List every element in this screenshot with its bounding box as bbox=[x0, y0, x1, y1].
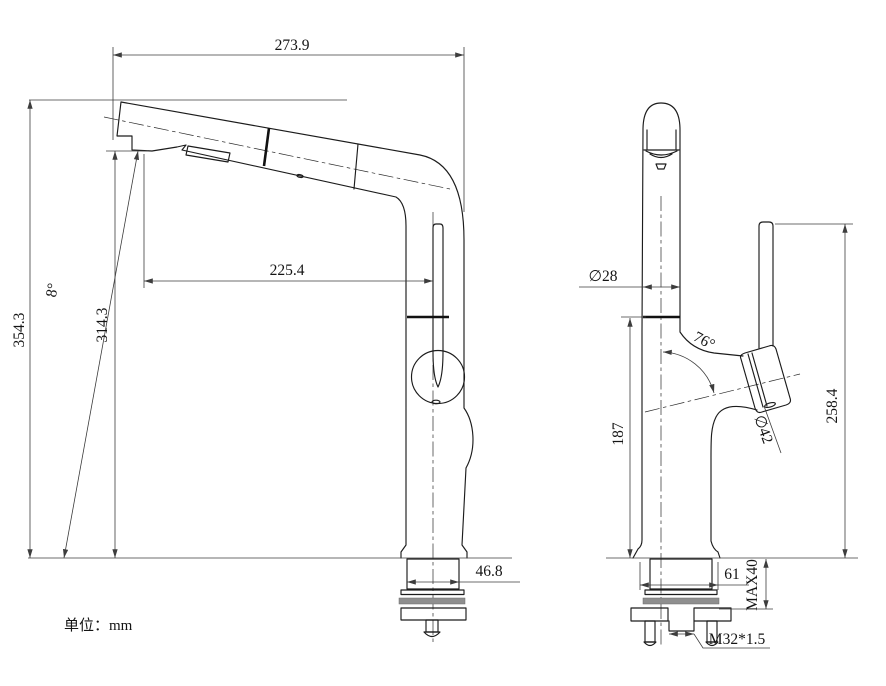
dim-label-overall-height: 354.3 bbox=[11, 312, 28, 347]
sprayhead-skirt-lines bbox=[643, 129, 680, 151]
dim-max-deck-thickness: MAX40 bbox=[719, 559, 773, 611]
handle-axis-centerline bbox=[644, 373, 801, 413]
shank-side bbox=[406, 558, 460, 590]
inlet-tube-side bbox=[425, 619, 439, 633]
rubber-washer-side bbox=[398, 597, 466, 605]
dim-label-max-deck-thickness: MAX40 bbox=[744, 559, 761, 611]
handle-bar bbox=[758, 221, 774, 349]
rubber-washer-front bbox=[642, 597, 720, 605]
mount-tab-left bbox=[630, 607, 669, 622]
dim-overall-height: 354.3 bbox=[11, 99, 347, 558]
mount-tab-right bbox=[693, 607, 732, 622]
dim-label-overall-reach: 273.9 bbox=[275, 37, 310, 54]
aerator-nozzle bbox=[655, 163, 667, 170]
spout-seam-bold bbox=[262, 127, 271, 167]
handle-base-cap bbox=[764, 401, 776, 409]
dim-tilt-angle: 8° bbox=[43, 150, 140, 559]
dim-label-handle-top-height: 258.4 bbox=[824, 388, 841, 423]
handle-joint-ball bbox=[410, 349, 466, 405]
dim-base-width: 61 bbox=[639, 562, 749, 590]
locknut-side bbox=[400, 607, 467, 621]
handle-lever-slot bbox=[432, 223, 444, 388]
spout-centerline bbox=[103, 116, 451, 190]
joint-ball-dot bbox=[431, 399, 441, 405]
bolt-caps bbox=[643, 641, 719, 647]
dim-spout-outlet-height: 314.3 bbox=[94, 150, 148, 558]
tube-cap-side bbox=[423, 631, 441, 638]
shank-front bbox=[649, 558, 713, 590]
spout-dot-detail bbox=[296, 173, 304, 179]
dim-spout-diameter: ∅28 bbox=[579, 268, 680, 290]
spout-seam-thin bbox=[353, 143, 359, 190]
dim-handle-diameter: ∅42 bbox=[750, 405, 782, 454]
handle-base bbox=[739, 344, 792, 414]
dim-label-thread-spec: M32*1.5 bbox=[709, 631, 766, 648]
faucet-outline-front bbox=[632, 102, 758, 559]
dim-label-handle-angle: 76° bbox=[691, 328, 718, 353]
thread-tube bbox=[668, 620, 695, 632]
dim-overall-reach: 273.9 bbox=[112, 37, 465, 212]
unit-note: 单位：mm bbox=[64, 617, 133, 634]
dim-thread-spec: M32*1.5 bbox=[669, 631, 770, 649]
dim-label-body-height: 187 bbox=[610, 422, 627, 446]
dim-label-tilt-angle: 8° bbox=[43, 282, 62, 299]
handle-base-seams bbox=[747, 352, 768, 408]
faucet-outline-side bbox=[116, 101, 474, 559]
dim-label-base-width: 61 bbox=[724, 566, 740, 583]
pullout-button bbox=[185, 145, 231, 163]
dim-label-spout-diameter: ∅28 bbox=[588, 268, 617, 285]
dim-label-handle-diameter: ∅42 bbox=[750, 413, 776, 446]
dim-label-spout-outlet-height: 314.3 bbox=[94, 307, 111, 342]
dim-handle-angle: 76° bbox=[662, 328, 718, 394]
dim-spout-horizontal-reach: 225.4 bbox=[143, 154, 433, 288]
dim-handle-top-height: 258.4 bbox=[775, 223, 853, 558]
dim-shank-width: 46.8 bbox=[407, 563, 520, 585]
dim-label-spout-horizontal-reach: 225.4 bbox=[270, 262, 305, 279]
mount-bolt-left bbox=[644, 620, 656, 643]
washer-side bbox=[400, 589, 465, 596]
front-view: ∅28 187 258.4 76° ∅42 61 bbox=[579, 102, 858, 649]
side-view: 273.9 354.3 8° 314.3 225.4 46.8 bbox=[11, 37, 520, 644]
aerator-arcs bbox=[645, 150, 678, 159]
washer-front bbox=[644, 589, 718, 596]
dim-label-shank-width: 46.8 bbox=[475, 563, 502, 580]
dim-body-height: 187 bbox=[610, 316, 646, 558]
